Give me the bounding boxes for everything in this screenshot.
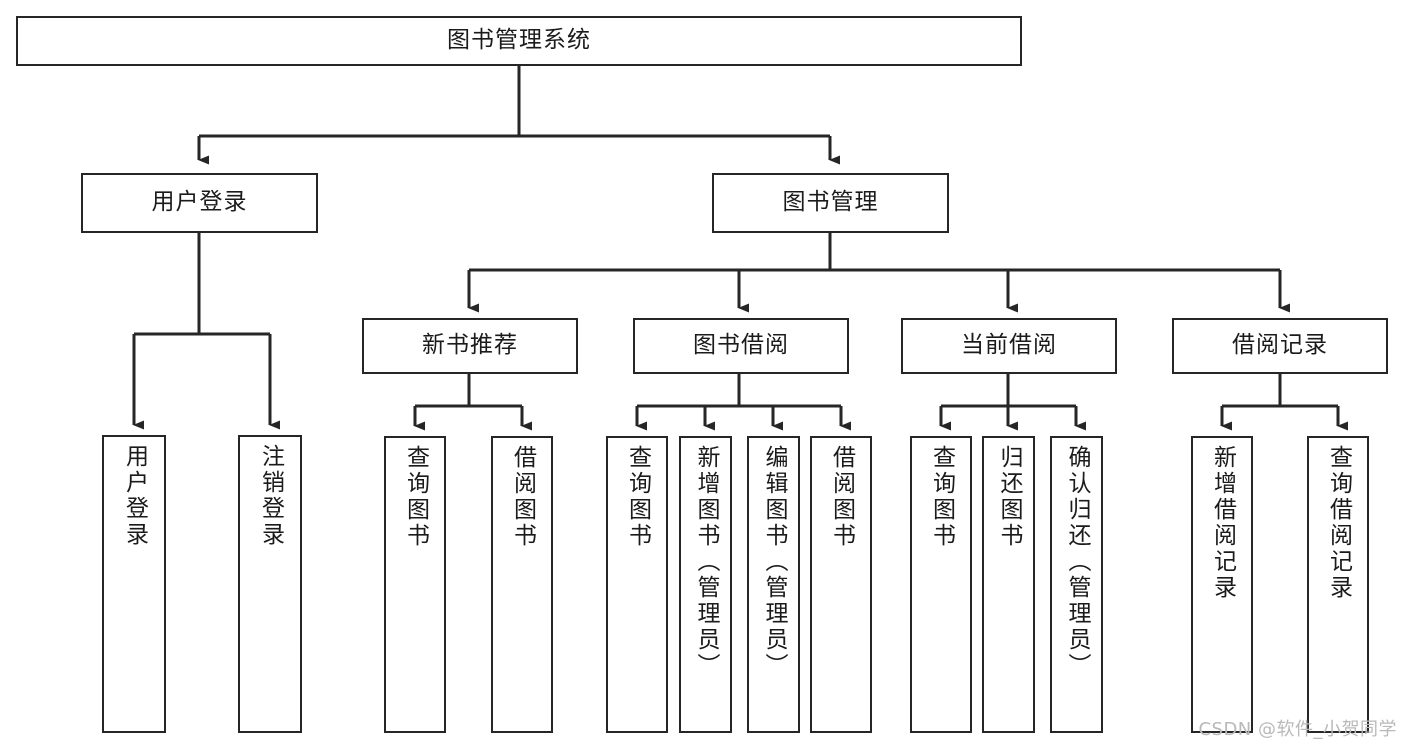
node-borrow-record-label: 借阅记录 — [1232, 332, 1328, 359]
leaf-new-book-query[interactable]: 查询图书 — [384, 436, 446, 733]
leaf-book-borrow-add[interactable]: 新增图书（管理员） — [679, 436, 732, 733]
leaf-book-borrow-edit[interactable]: 编辑图书（管理员） — [747, 436, 800, 733]
leaf-borrow-record-add-label: 新增借阅记录 — [1209, 445, 1236, 601]
leaf-book-borrow-query-label: 查询图书 — [624, 445, 651, 549]
node-user-login[interactable]: 用户登录 — [81, 173, 318, 233]
node-borrow-record[interactable]: 借阅记录 — [1172, 318, 1388, 374]
leaf-borrow-record-query-label: 查询借阅记录 — [1325, 445, 1352, 601]
leaf-current-borrow-confirm-label: 确认归还（管理员） — [1064, 445, 1090, 679]
leaf-book-borrow-add-label: 新增图书（管理员） — [693, 445, 719, 679]
node-current-borrow[interactable]: 当前借阅 — [901, 318, 1117, 374]
leaf-current-borrow-return-label: 归还图书 — [996, 445, 1022, 549]
leaf-current-borrow-query-label: 查询图书 — [928, 445, 955, 549]
leaf-user-login-login-label: 用户登录 — [121, 444, 148, 548]
node-root-system[interactable]: 图书管理系统 — [16, 16, 1022, 66]
leaf-borrow-record-add[interactable]: 新增借阅记录 — [1191, 436, 1253, 733]
node-new-book-recommend[interactable]: 新书推荐 — [362, 318, 578, 374]
node-book-management-label: 图书管理 — [782, 189, 879, 216]
node-book-management[interactable]: 图书管理 — [712, 173, 949, 233]
leaf-user-login-logout[interactable]: 注销登录 — [238, 435, 302, 733]
node-user-login-label: 用户登录 — [151, 189, 248, 216]
node-book-borrow-label: 图书借阅 — [693, 332, 789, 359]
leaf-book-borrow-lend[interactable]: 借阅图书 — [810, 436, 872, 733]
leaf-current-borrow-confirm[interactable]: 确认归还（管理员） — [1050, 436, 1103, 733]
leaf-new-book-borrow[interactable]: 借阅图书 — [491, 436, 553, 733]
node-root-system-label: 图书管理系统 — [447, 27, 591, 54]
node-new-book-recommend-label: 新书推荐 — [422, 332, 518, 359]
leaf-book-borrow-lend-label: 借阅图书 — [828, 445, 855, 549]
leaf-current-borrow-return[interactable]: 归还图书 — [982, 436, 1035, 733]
leaf-new-book-query-label: 查询图书 — [402, 445, 429, 549]
leaf-user-login-logout-label: 注销登录 — [257, 444, 284, 548]
leaf-book-borrow-edit-label: 编辑图书（管理员） — [761, 445, 787, 679]
leaf-book-borrow-query[interactable]: 查询图书 — [606, 436, 668, 733]
leaf-new-book-borrow-label: 借阅图书 — [509, 445, 536, 549]
leaf-user-login-login[interactable]: 用户登录 — [102, 435, 166, 733]
node-current-borrow-label: 当前借阅 — [961, 332, 1057, 359]
leaf-current-borrow-query[interactable]: 查询图书 — [910, 436, 972, 733]
node-book-borrow[interactable]: 图书借阅 — [633, 318, 849, 374]
leaf-borrow-record-query[interactable]: 查询借阅记录 — [1307, 436, 1369, 733]
